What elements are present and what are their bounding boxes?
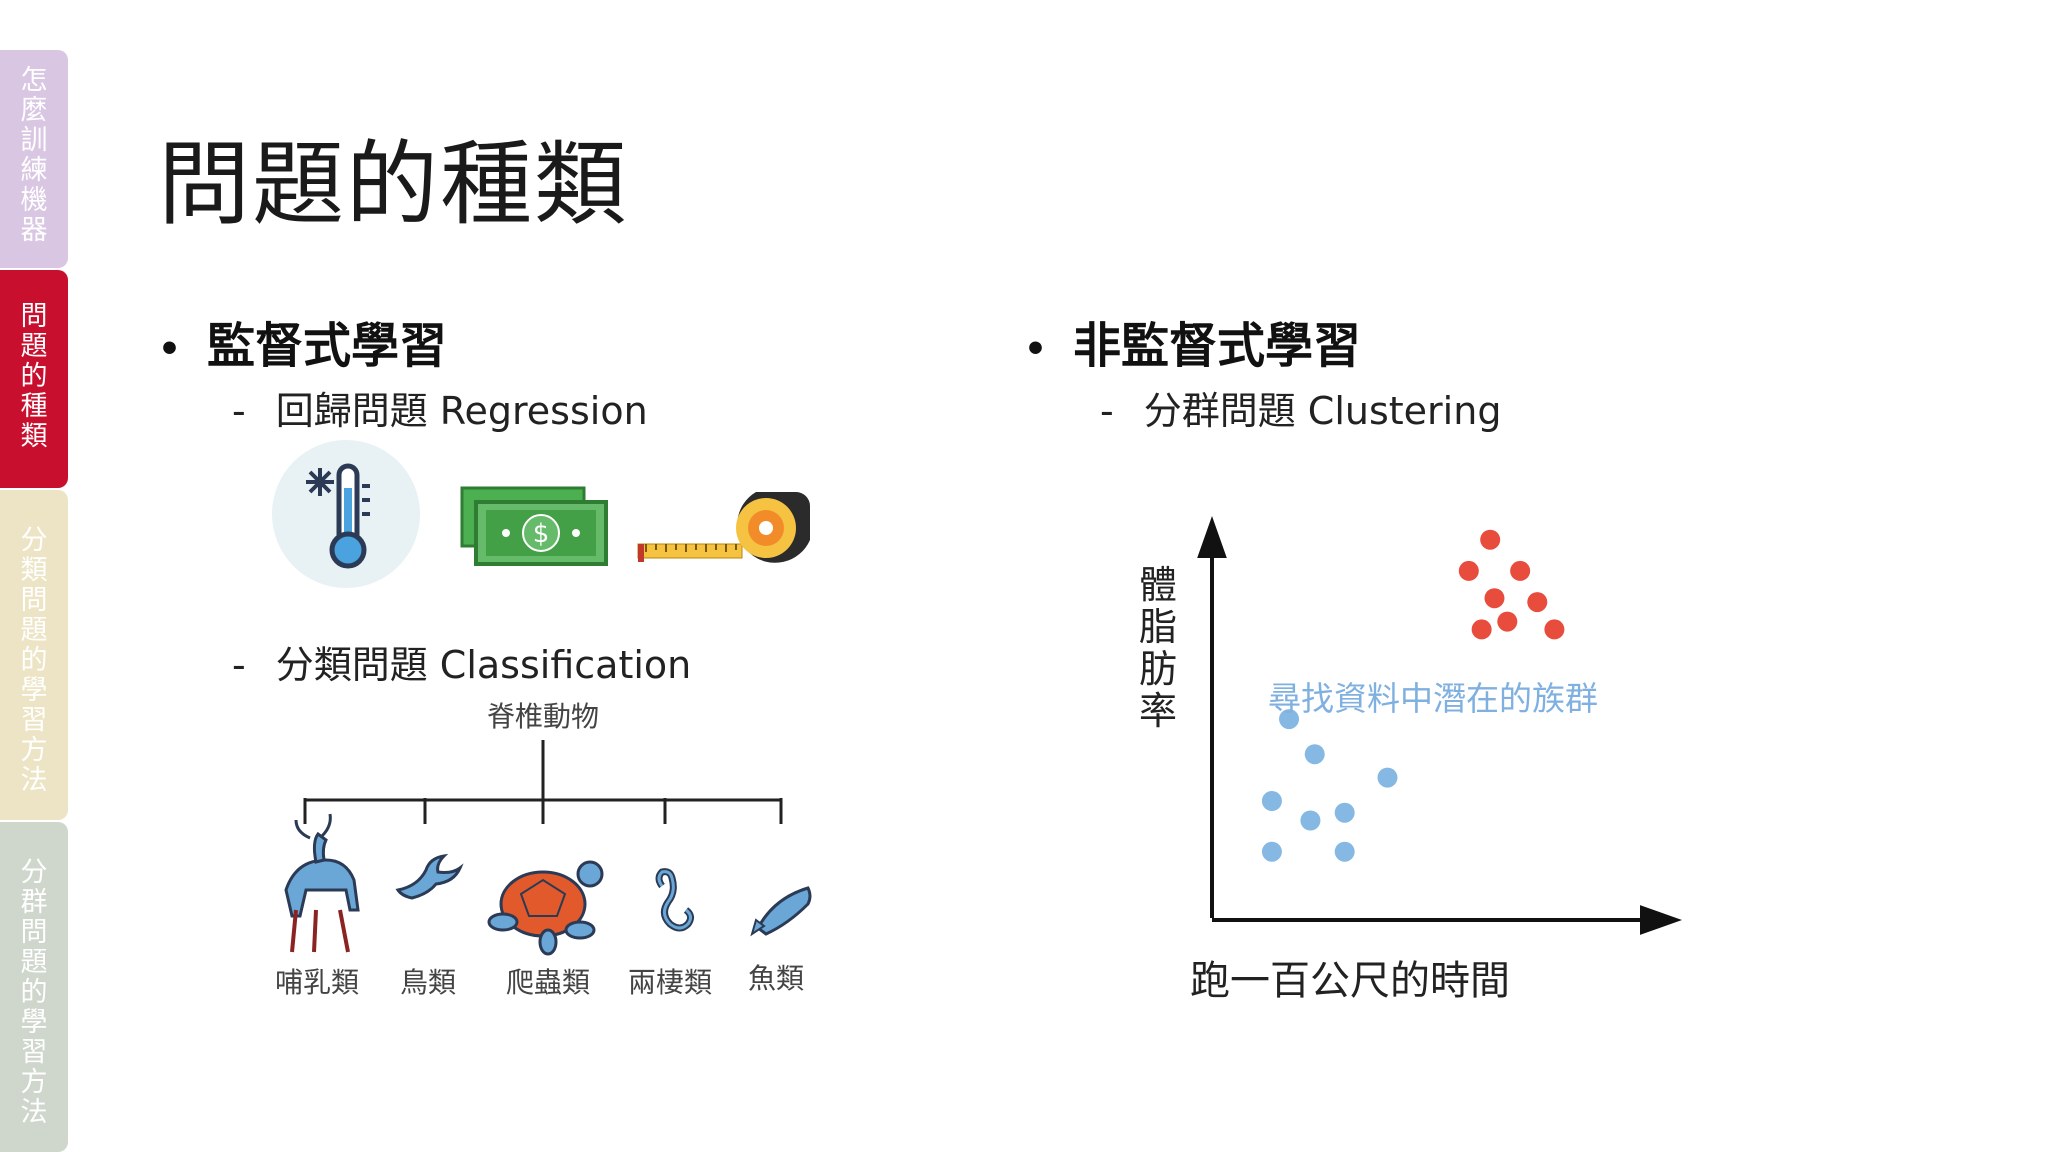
leaf-amphibian: 兩棲類 xyxy=(628,966,712,999)
clustering-label: 分群問題 Clustering xyxy=(1143,389,1502,433)
bird-icon xyxy=(395,853,464,900)
turtle-icon xyxy=(487,860,604,956)
y-axis-label-char: 肪 xyxy=(1139,647,1177,691)
unsupervised-label: 非監督式學習 xyxy=(1073,318,1362,374)
scatter-point-s0-4 xyxy=(1527,592,1548,613)
supervised-label: 監督式學習 xyxy=(207,318,448,374)
page-title: 問題的種類 xyxy=(158,131,629,238)
classification-label: 分類問題 Classification xyxy=(275,643,692,687)
thermometer-icon xyxy=(272,440,420,588)
regression-label: 回歸問題 Regression xyxy=(275,389,648,433)
leaf-reptile: 爬蟲類 xyxy=(506,966,590,999)
y-axis-label-char: 脂 xyxy=(1139,605,1177,649)
supervised-bullet: •監督式學習 xyxy=(158,318,448,374)
y-axis-label-char: 率 xyxy=(1139,689,1177,733)
svg-text:$: $ xyxy=(533,519,550,549)
scatter-point-s0-6 xyxy=(1497,611,1518,632)
unsupervised-bullet: •非監督式學習 xyxy=(1024,318,1362,374)
money-icon: $ xyxy=(460,486,608,566)
x-axis-label: 跑一百公尺的時間 xyxy=(1190,958,1510,1004)
classification-item: -分類問題 Classification xyxy=(232,643,692,687)
tape-measure-icon xyxy=(637,492,810,563)
leaf-bird: 鳥類 xyxy=(400,966,456,999)
scatter-point-s1-1 xyxy=(1304,744,1325,765)
cluster-annotation: 尋找資料中潛在的族群 xyxy=(1268,679,1598,718)
scatter-point-s1-5 xyxy=(1377,767,1398,788)
clustering-item: -分群問題 Clustering xyxy=(1100,389,1502,433)
y-axis-label-char: 體 xyxy=(1139,563,1177,607)
lizard-icon xyxy=(655,868,695,932)
fish-icon xyxy=(750,886,812,937)
scatter-point-s1-3 xyxy=(1300,810,1321,831)
deer-icon xyxy=(284,813,360,953)
x-axis-arrowhead xyxy=(1640,905,1683,935)
scatter-point-s1-7 xyxy=(1334,841,1355,862)
regression-item: -回歸問題 Regression xyxy=(232,389,648,433)
scatter-point-s1-2 xyxy=(1261,791,1282,811)
scatter-point-s1-4 xyxy=(1334,802,1355,823)
scatter-point-s0-2 xyxy=(1510,560,1531,581)
side-tab-clustering-methods[interactable]: 分群問題的學習方法 xyxy=(0,822,68,1152)
scatter-point-s0-5 xyxy=(1471,619,1492,640)
scatter-point-s0-0 xyxy=(1480,529,1501,550)
scatter-point-s1-6 xyxy=(1261,841,1282,862)
taxonomy-tree: 脊椎動物 哺乳類 鳥類 爬蟲類 兩棲類 xyxy=(275,700,812,999)
leaf-fish: 魚類 xyxy=(748,962,804,995)
scatter-point-s1-0 xyxy=(1279,709,1300,730)
scatter-point-s0-7 xyxy=(1544,619,1565,640)
side-tab-training[interactable]: 怎麼訓練機器 xyxy=(0,50,68,268)
side-tab-problem-types[interactable]: 問題的種類 xyxy=(0,270,68,488)
leaf-mammal: 哺乳類 xyxy=(275,966,359,999)
scatter-point-s0-3 xyxy=(1484,588,1505,609)
scatter-point-s0-1 xyxy=(1458,560,1479,581)
y-axis-arrowhead xyxy=(1197,515,1227,558)
side-tab-classification-methods[interactable]: 分類問題的學習方法 xyxy=(0,490,68,820)
tree-root-label: 脊椎動物 xyxy=(487,700,599,733)
